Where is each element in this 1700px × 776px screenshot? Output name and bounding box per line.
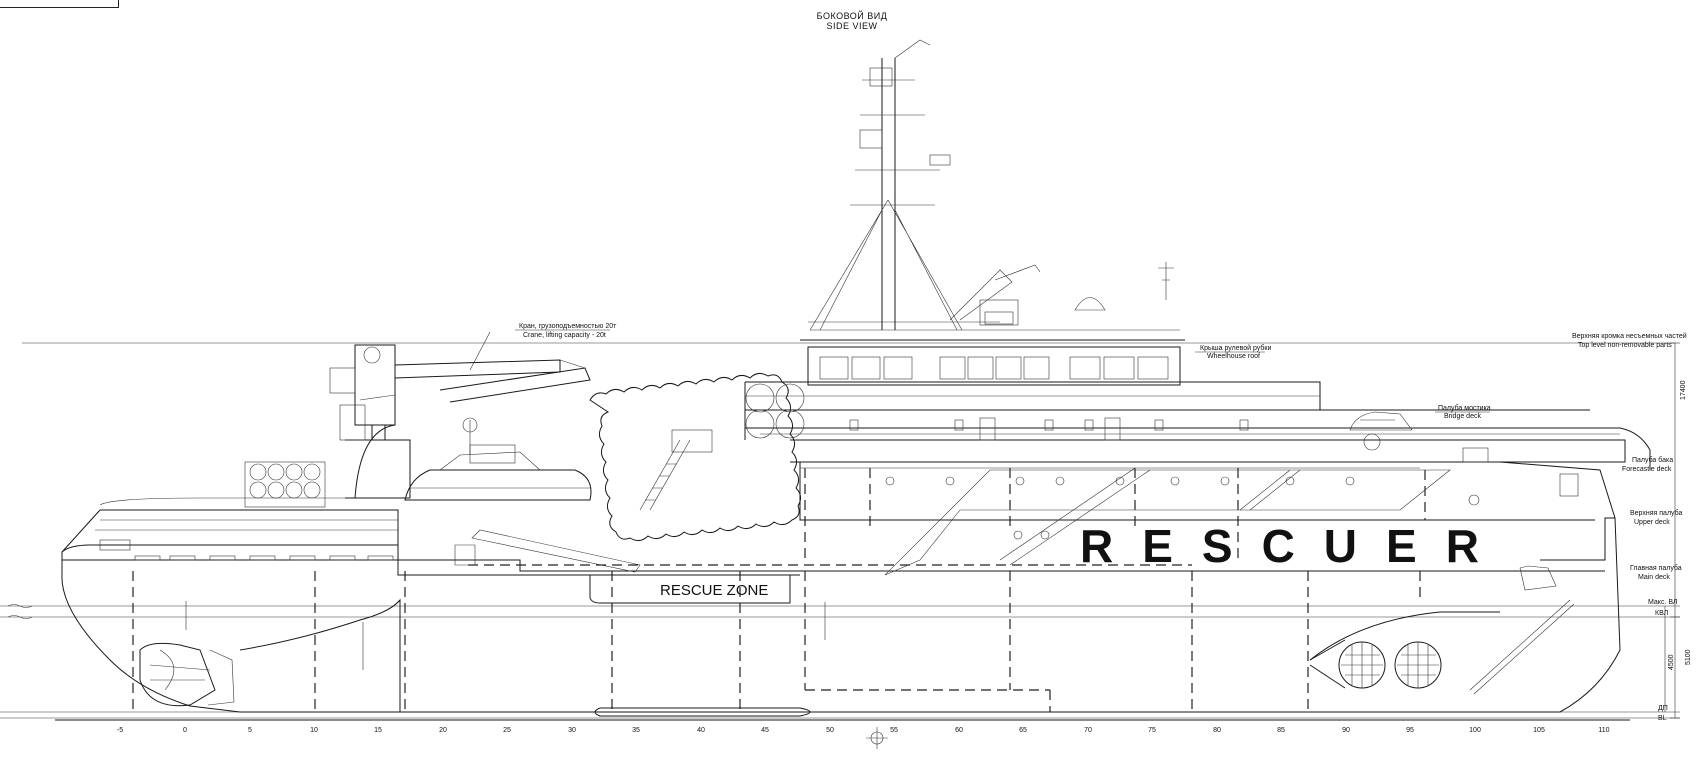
aft-structure bbox=[61, 331, 805, 604]
main-deck-label-en: Main deck bbox=[1638, 574, 1670, 581]
frame-tick: 55 bbox=[890, 727, 898, 734]
frame-tick: 100 bbox=[1469, 727, 1481, 734]
wheelhouse-roof-label-ru: Крыша рулевой рубки bbox=[1200, 344, 1271, 352]
wheelhouse-roof-label-en: Wheelhouse roof bbox=[1207, 353, 1260, 360]
frame-tick: 25 bbox=[503, 727, 511, 734]
forecastle-deck-label-en: Forecastle deck bbox=[1622, 466, 1672, 473]
frame-tick: 40 bbox=[697, 727, 705, 734]
bridge-deck-label-ru: Палуба мостика bbox=[1438, 404, 1491, 412]
wheelhouse-windows bbox=[819, 356, 1169, 380]
bulkheads bbox=[132, 468, 1426, 712]
frame-tick: 60 bbox=[955, 727, 963, 734]
dimension-lines bbox=[1664, 342, 1680, 719]
liferaft-rack bbox=[244, 461, 326, 508]
forecastle-deck-label-ru: Палуба бака bbox=[1632, 456, 1673, 464]
dimension-draft-a: 5100 bbox=[1685, 649, 1692, 665]
crane-label-ru: Кран, грузоподъемностью 20т bbox=[519, 323, 617, 330]
frame-tick: 50 bbox=[826, 727, 834, 734]
midship-symbol bbox=[866, 727, 888, 749]
dp-label: ДП bbox=[1658, 705, 1668, 712]
title-ru: БОКОВОЙ ВИД bbox=[817, 10, 888, 21]
rescue-boat bbox=[404, 444, 592, 501]
kvl-label: КВЛ bbox=[1655, 610, 1669, 617]
title-block-corner bbox=[0, 0, 119, 8]
frame-tick: 65 bbox=[1019, 727, 1027, 734]
main-deck-label-ru: Главная палуба bbox=[1630, 564, 1682, 572]
frame-tick: 70 bbox=[1084, 727, 1092, 734]
frame-tick: 105 bbox=[1533, 727, 1545, 734]
frame-tick: 85 bbox=[1277, 727, 1285, 734]
frame-tick: 110 bbox=[1598, 727, 1609, 734]
frame-tick: 20 bbox=[439, 727, 447, 734]
top-level-label-ru: Верхняя кромка несъемных частей bbox=[1572, 332, 1687, 340]
max-draft-label: Макс. ВЛ bbox=[1648, 599, 1678, 606]
frame-tick: 0 bbox=[183, 727, 187, 734]
upper-deck-label-en: Upper deck bbox=[1634, 519, 1670, 526]
vessel-name: RESCUER bbox=[1080, 520, 1508, 572]
dimension-draft-b: 4500 bbox=[1668, 654, 1675, 670]
frame-tick: 95 bbox=[1406, 727, 1414, 734]
frame-tick: 15 bbox=[374, 727, 382, 734]
crane-label-en: Crane, lifting capacity - 20t bbox=[523, 332, 606, 339]
upper-deck-label-ru: Верхняя палуба bbox=[1630, 509, 1682, 517]
portholes-row-1 bbox=[885, 476, 1355, 540]
frame-tick-labels: -5 0 5 10 15 20 25 30 35 40 45 50 55 60 … bbox=[117, 727, 1610, 734]
frame-tick: -5 bbox=[117, 727, 123, 734]
frame-tick: 80 bbox=[1213, 727, 1221, 734]
top-level-label-en: Top level non-removable parts bbox=[1578, 342, 1672, 349]
dimension-height-top: 17400 bbox=[1680, 380, 1687, 400]
title-en: SIDE VIEW bbox=[826, 21, 877, 31]
frame-tick: 30 bbox=[568, 727, 576, 734]
forward-superstructure bbox=[744, 262, 1651, 591]
rescue-zone-label: RESCUE ZONE bbox=[660, 582, 768, 599]
main-mast bbox=[809, 39, 1041, 331]
bl-label: BL bbox=[1658, 715, 1667, 722]
frame-tick: 10 bbox=[310, 727, 318, 734]
frame-tick: 35 bbox=[632, 727, 640, 734]
frame-tick: 45 bbox=[761, 727, 769, 734]
frame-tick: 90 bbox=[1342, 727, 1350, 734]
frame-tick: 5 bbox=[248, 727, 252, 734]
frame-tick: 75 bbox=[1148, 727, 1156, 734]
bridge-deck-label-en: Bridge deck bbox=[1444, 413, 1481, 420]
